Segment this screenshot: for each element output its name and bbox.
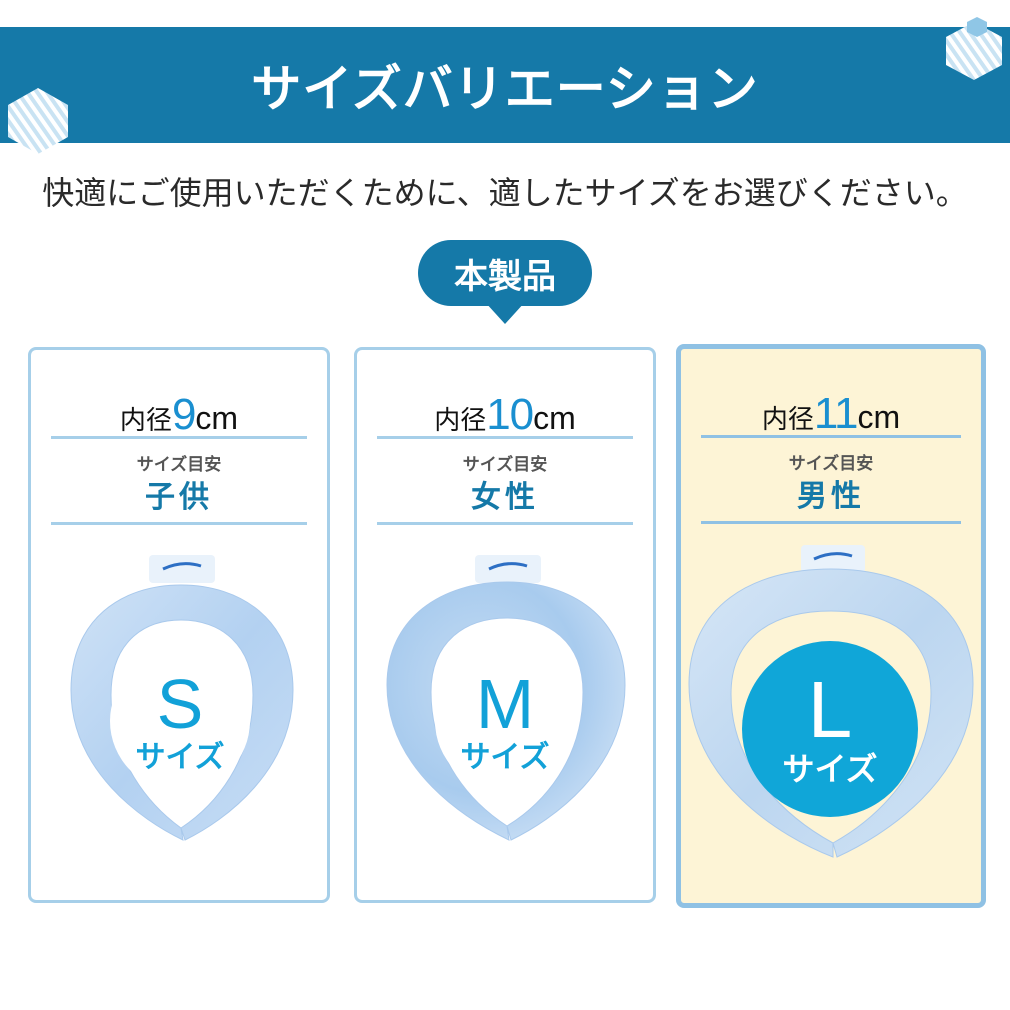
size-word: サイズ (782, 751, 878, 788)
instruction-text: 快適にご使用いただくために、適したサイズをお選びください。 (42, 174, 968, 212)
divider (51, 522, 307, 525)
page-title: サイズバリエーション (251, 60, 759, 118)
size-guide-value: 女性 (471, 480, 539, 515)
neck-ring-image (70, 555, 294, 841)
hexagon-decoration-left-icon (8, 88, 68, 154)
hexagon-decoration-right-icon (946, 22, 1002, 80)
size-card-m: 内径10cm サイズ目安 女性 M サイズ (354, 347, 656, 903)
size-letter: S (156, 664, 204, 743)
diameter-prefix: 内径 (434, 405, 487, 435)
diameter-value: 9 (171, 390, 197, 439)
size-guide-value: 男性 (797, 479, 865, 514)
size-guide-label: サイズ目安 (462, 455, 548, 475)
inner-diameter: 内径11cm (681, 389, 981, 439)
divider (377, 522, 633, 525)
diameter-value: 11 (813, 389, 859, 438)
diameter-prefix: 内径 (761, 404, 814, 434)
size-circle-m: M サイズ (435, 651, 575, 791)
inner-diameter: 内径9cm (31, 390, 327, 440)
hexagon-decoration-small-icon (967, 17, 987, 37)
diameter-value: 10 (486, 390, 534, 439)
badge-pointer (485, 302, 525, 324)
diameter-unit: cm (533, 400, 576, 436)
size-card-s: 内径9cm サイズ目安 子供 S サイズ (28, 347, 330, 903)
size-letter: L (807, 665, 853, 755)
size-guide-value: 子供 (145, 480, 213, 515)
this-product-badge: 本製品 (418, 240, 592, 306)
divider (701, 521, 961, 524)
diameter-unit: cm (857, 399, 901, 435)
size-word: サイズ (460, 740, 550, 774)
divider (701, 435, 961, 438)
diameter-unit: cm (195, 400, 239, 436)
divider (51, 436, 307, 439)
header-banner: サイズバリエーション (0, 27, 1010, 143)
inner-diameter: 内径10cm (357, 390, 653, 440)
size-guide-label: サイズ目安 (136, 455, 222, 475)
size-guide-label: サイズ目安 (788, 454, 874, 474)
size-letter: M (475, 664, 535, 743)
diameter-prefix: 内径 (119, 405, 172, 435)
neck-ring-image (688, 545, 974, 858)
size-card-l: 内径11cm サイズ目安 男性 L サイズ (676, 344, 986, 908)
size-circle-s: S サイズ (110, 651, 250, 791)
neck-ring-image (386, 555, 626, 841)
size-circle-l: L サイズ (742, 641, 918, 817)
divider (377, 436, 633, 439)
size-word: サイズ (135, 740, 225, 774)
